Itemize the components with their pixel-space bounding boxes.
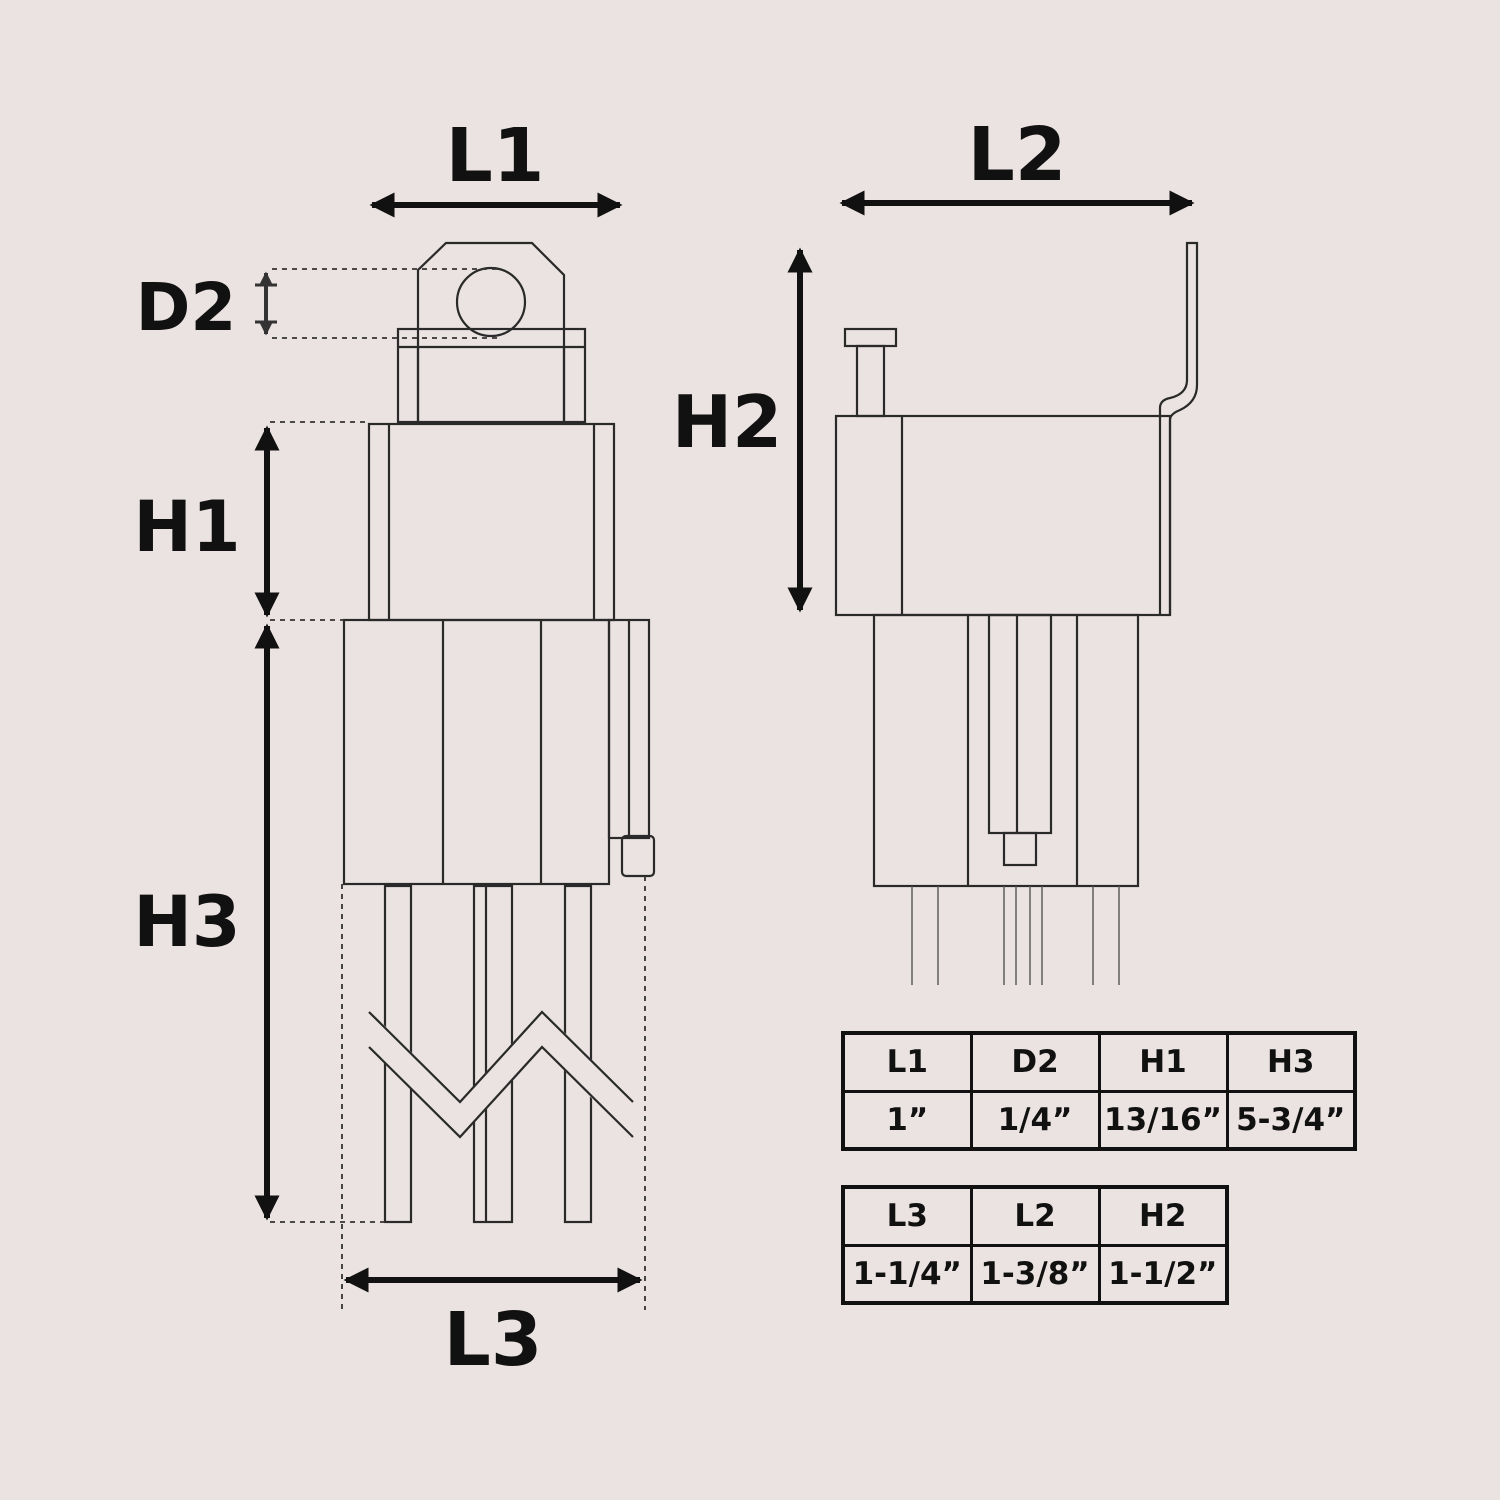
table-header-cell: L2 (969, 1185, 1101, 1247)
label-l1: L1 (446, 113, 545, 199)
upper-body (367, 422, 616, 622)
side-terminals (911, 886, 1120, 985)
table-row: L3 L2 H2 (841, 1185, 1229, 1247)
table-row: L1 D2 H1 H3 (841, 1031, 1357, 1093)
front-extension-lines (270, 268, 646, 1310)
side-top-pin (855, 344, 886, 418)
side-center-slot (987, 613, 1053, 835)
table-value-cell: 1-1/2” (1097, 1243, 1229, 1305)
label-l2: L2 (968, 112, 1067, 198)
break-symbol (368, 1010, 634, 1140)
side-view (834, 241, 1199, 888)
front-dimension-arrows (254, 192, 643, 1293)
side-top-pin-cap (843, 327, 898, 348)
lower-body (342, 618, 611, 886)
table-value-cell: 1” (841, 1089, 973, 1151)
table-row: 1” 1/4” 13/16” 5-3/4” (841, 1089, 1357, 1151)
table-value-cell: 13/16” (1097, 1089, 1229, 1151)
label-h3: H3 (133, 881, 240, 963)
label-l3: L3 (444, 1297, 543, 1383)
table-value-cell: 1-1/4” (841, 1243, 973, 1305)
label-h1: H1 (133, 486, 240, 568)
table-header-cell: H2 (1097, 1185, 1229, 1247)
table-header-cell: H1 (1097, 1031, 1229, 1093)
side-lower-block (872, 613, 1140, 888)
table-header-cell: L3 (841, 1185, 973, 1247)
tab-collar (396, 327, 587, 424)
mounting-tab (416, 241, 566, 422)
spec-table-1: L1 D2 H1 H3 1” 1/4” 13/16” 5-3/4” (841, 1031, 1357, 1151)
label-h2: H2 (672, 380, 782, 464)
table-header-cell: H3 (1225, 1031, 1357, 1093)
table-value-cell: 5-3/4” (1225, 1089, 1357, 1151)
table-row: 1-1/4” 1-3/8” 1-1/2” (841, 1243, 1229, 1305)
table-value-cell: 1-3/8” (969, 1243, 1101, 1305)
table-header-cell: D2 (969, 1031, 1101, 1093)
side-dimension-arrows (787, 190, 1195, 613)
front-view (342, 241, 656, 1224)
side-body (834, 414, 1172, 617)
side-rail-foot (620, 834, 656, 878)
table-header-cell: L1 (841, 1031, 973, 1093)
side-bracket (1158, 241, 1199, 615)
spec-table-2: L3 L2 H2 1-1/4” 1-3/8” 1-1/2” (841, 1185, 1229, 1305)
mounting-hole (455, 266, 527, 338)
table-value-cell: 1/4” (969, 1089, 1101, 1151)
side-center-key (1002, 831, 1038, 867)
label-d2: D2 (136, 269, 237, 346)
